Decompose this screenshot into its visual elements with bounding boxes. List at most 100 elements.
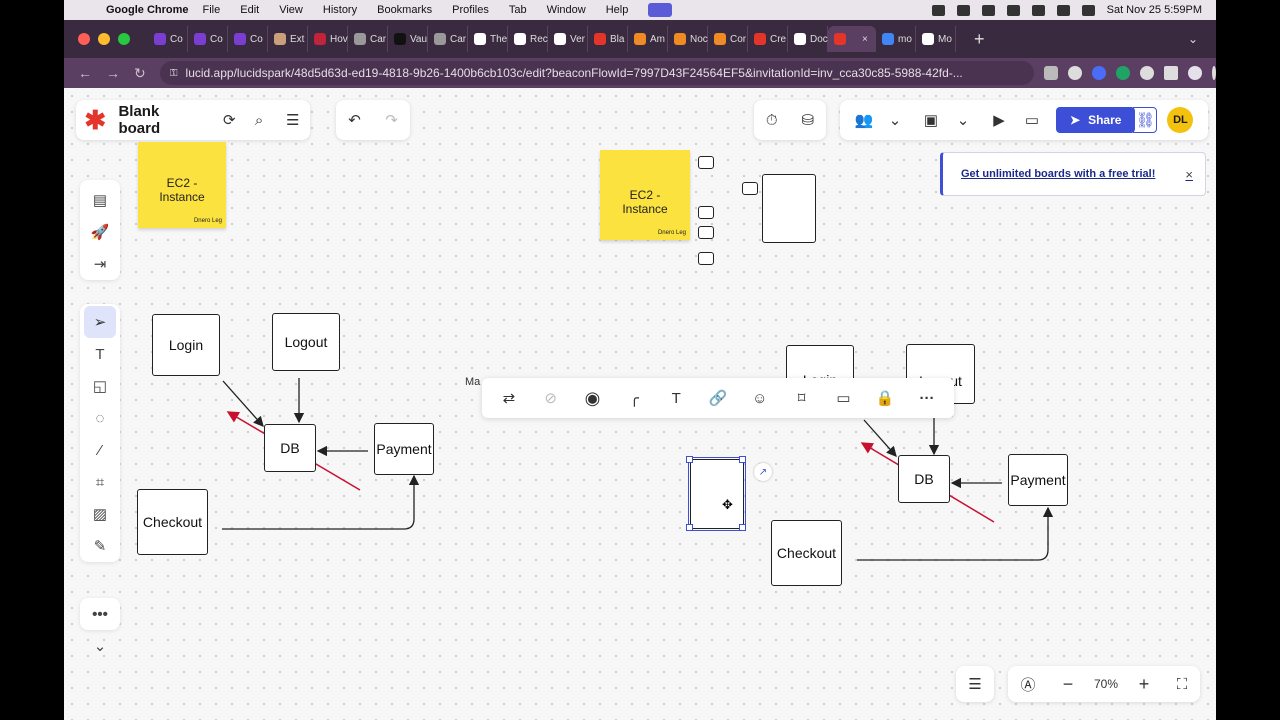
menu-profiles[interactable]: Profiles bbox=[452, 4, 489, 16]
browser-tab[interactable]: Co bbox=[148, 26, 188, 52]
browser-tab[interactable]: Co bbox=[188, 26, 228, 52]
menu-view[interactable]: View bbox=[279, 4, 303, 16]
browser-tab[interactable]: Cre bbox=[748, 26, 788, 52]
forward-icon[interactable]: → bbox=[106, 65, 120, 81]
checkout-box[interactable]: Checkout bbox=[137, 489, 208, 555]
menu-history[interactable]: History bbox=[322, 4, 358, 16]
browser-tab[interactable]: × bbox=[828, 26, 876, 52]
extension-icon[interactable] bbox=[1116, 66, 1130, 80]
zoom-level[interactable]: 70% bbox=[1093, 677, 1119, 691]
menu-tab[interactable]: Tab bbox=[508, 4, 527, 16]
menu-edit[interactable]: Edit bbox=[240, 4, 260, 16]
status-icon[interactable] bbox=[931, 4, 945, 16]
templates-icon[interactable]: ▤ bbox=[92, 192, 108, 209]
board-canvas[interactable]: ✱ Blank board ⟳ ⌕ ☰ ↶ ↷ ⏱ ⛁ 👥 ⌄ ▣ ⌄ ▶ ▭ … bbox=[64, 88, 1216, 720]
status-icon[interactable] bbox=[981, 4, 995, 16]
close-icon[interactable]: × bbox=[1185, 166, 1193, 182]
menu-file[interactable]: File bbox=[202, 4, 221, 16]
login-box[interactable]: Login bbox=[152, 314, 220, 376]
browser-tab[interactable]: Ext bbox=[268, 26, 308, 52]
browser-tab[interactable]: Car bbox=[348, 26, 388, 52]
undo-icon[interactable]: ↶ bbox=[348, 112, 361, 129]
sync-icon[interactable]: ⟳ bbox=[222, 112, 236, 129]
extension-icon[interactable] bbox=[1092, 66, 1106, 80]
menu-clock[interactable]: Sat Nov 25 5:59PM bbox=[1106, 4, 1202, 16]
browser-tab[interactable]: Vau bbox=[388, 26, 428, 52]
site-info-icon[interactable]: ⚿ bbox=[169, 67, 178, 79]
tag-icon[interactable]: ⌑ bbox=[797, 390, 806, 407]
checkout-box[interactable]: Checkout bbox=[771, 520, 842, 586]
sticky-note[interactable]: EC2 - Instance Dnero Leg bbox=[138, 142, 226, 228]
rocket-icon[interactable]: 🚀 bbox=[90, 224, 110, 241]
payment-box[interactable]: Payment bbox=[1008, 454, 1068, 506]
bookmark-star-icon[interactable] bbox=[1068, 66, 1082, 80]
url-field[interactable]: ⚿ lucid.app/lucidspark/48d5d63d-ed19-481… bbox=[159, 61, 1034, 85]
search-icon[interactable] bbox=[1081, 4, 1095, 16]
more-icon[interactable]: ••• bbox=[92, 605, 108, 623]
browser-tab[interactable]: Mo bbox=[916, 26, 956, 52]
status-icon[interactable] bbox=[956, 4, 970, 16]
search-icon[interactable]: ⌕ bbox=[254, 111, 264, 129]
video-icon[interactable]: ▭ bbox=[1024, 112, 1040, 129]
sticky-note-tool-icon[interactable]: ◱ bbox=[92, 378, 108, 395]
payment-box[interactable]: Payment bbox=[374, 423, 434, 475]
accessibility-icon[interactable]: Ⓐ bbox=[1020, 676, 1036, 694]
logout-box[interactable]: Logout bbox=[272, 313, 340, 371]
browser-tab[interactable]: Noc bbox=[668, 26, 708, 52]
pen-tool-icon[interactable]: ✎ bbox=[93, 538, 107, 555]
resize-handle[interactable] bbox=[686, 524, 693, 531]
play-icon[interactable]: ▶ bbox=[993, 112, 1005, 129]
redo-icon[interactable]: ↷ bbox=[385, 112, 398, 129]
wifi-icon[interactable] bbox=[1056, 4, 1070, 16]
reaction-icon[interactable]: ☺ bbox=[752, 389, 768, 407]
collaborators-icon[interactable]: 👥 bbox=[854, 112, 874, 129]
profile-icon[interactable] bbox=[1188, 66, 1202, 80]
list-icon[interactable]: ☰ bbox=[968, 676, 982, 693]
lock-icon[interactable]: 🔒 bbox=[875, 390, 895, 407]
minimize-window-button[interactable] bbox=[98, 33, 110, 45]
text-format-icon[interactable]: T bbox=[671, 389, 681, 407]
battery-icon[interactable] bbox=[1031, 4, 1045, 16]
board-title[interactable]: Blank board bbox=[118, 103, 161, 137]
tab-search-chevron-icon[interactable]: ⌄ bbox=[1187, 32, 1198, 46]
border-style-icon[interactable]: ◉ bbox=[584, 387, 601, 408]
db-box[interactable]: DB bbox=[898, 455, 950, 503]
image-tool-icon[interactable]: ▨ bbox=[92, 506, 108, 523]
reload-icon[interactable]: ↻ bbox=[134, 64, 146, 81]
menu-app-name[interactable]: Google Chrome bbox=[106, 4, 189, 16]
browser-tab[interactable]: Car bbox=[428, 26, 468, 52]
menu-window[interactable]: Window bbox=[546, 4, 586, 16]
present-icon[interactable]: ▣ bbox=[923, 112, 939, 129]
avatar[interactable]: DL bbox=[1167, 107, 1194, 133]
chevron-down-icon[interactable]: ⌄ bbox=[888, 112, 902, 129]
zoom-window-button[interactable] bbox=[118, 33, 130, 45]
menu-bookmarks[interactable]: Bookmarks bbox=[377, 4, 433, 16]
container-icon[interactable]: ▭ bbox=[836, 390, 851, 407]
zoom-out-button[interactable]: − bbox=[1062, 673, 1074, 694]
puzzle-icon[interactable] bbox=[1140, 66, 1154, 80]
import-icon[interactable]: ⇥ bbox=[93, 256, 107, 273]
rectangle-shape[interactable] bbox=[762, 174, 816, 243]
connector-checkout-payment[interactable] bbox=[222, 474, 420, 530]
browser-tab[interactable]: Bla bbox=[588, 26, 628, 52]
resize-handle[interactable] bbox=[739, 456, 746, 463]
browser-tab[interactable]: The bbox=[468, 26, 508, 52]
fill-color-icon[interactable]: ⊘ bbox=[544, 390, 557, 407]
more-options-icon[interactable]: ··· bbox=[919, 389, 935, 407]
line-tool-icon[interactable]: ⁄ bbox=[98, 441, 102, 459]
browser-tab[interactable]: Doc bbox=[788, 26, 828, 52]
browser-tab[interactable]: mo bbox=[876, 26, 916, 52]
small-shape[interactable] bbox=[742, 182, 758, 195]
sticky-note[interactable]: EC2 - Instance Dnero Leg bbox=[600, 150, 690, 240]
selected-rectangle[interactable]: ✥ bbox=[688, 457, 746, 531]
resize-handle[interactable] bbox=[739, 524, 746, 531]
timer-icon[interactable]: ⏱ bbox=[765, 111, 778, 129]
link-icon[interactable]: ⛓ bbox=[1133, 107, 1158, 133]
menu-icon[interactable]: ☰ bbox=[285, 112, 300, 129]
close-window-button[interactable] bbox=[78, 33, 90, 45]
install-icon[interactable] bbox=[1044, 66, 1058, 80]
back-icon[interactable]: ← bbox=[78, 65, 92, 81]
chevron-down-icon[interactable]: ⌄ bbox=[956, 112, 970, 129]
small-shape[interactable] bbox=[698, 252, 714, 265]
small-shape[interactable] bbox=[698, 206, 714, 219]
